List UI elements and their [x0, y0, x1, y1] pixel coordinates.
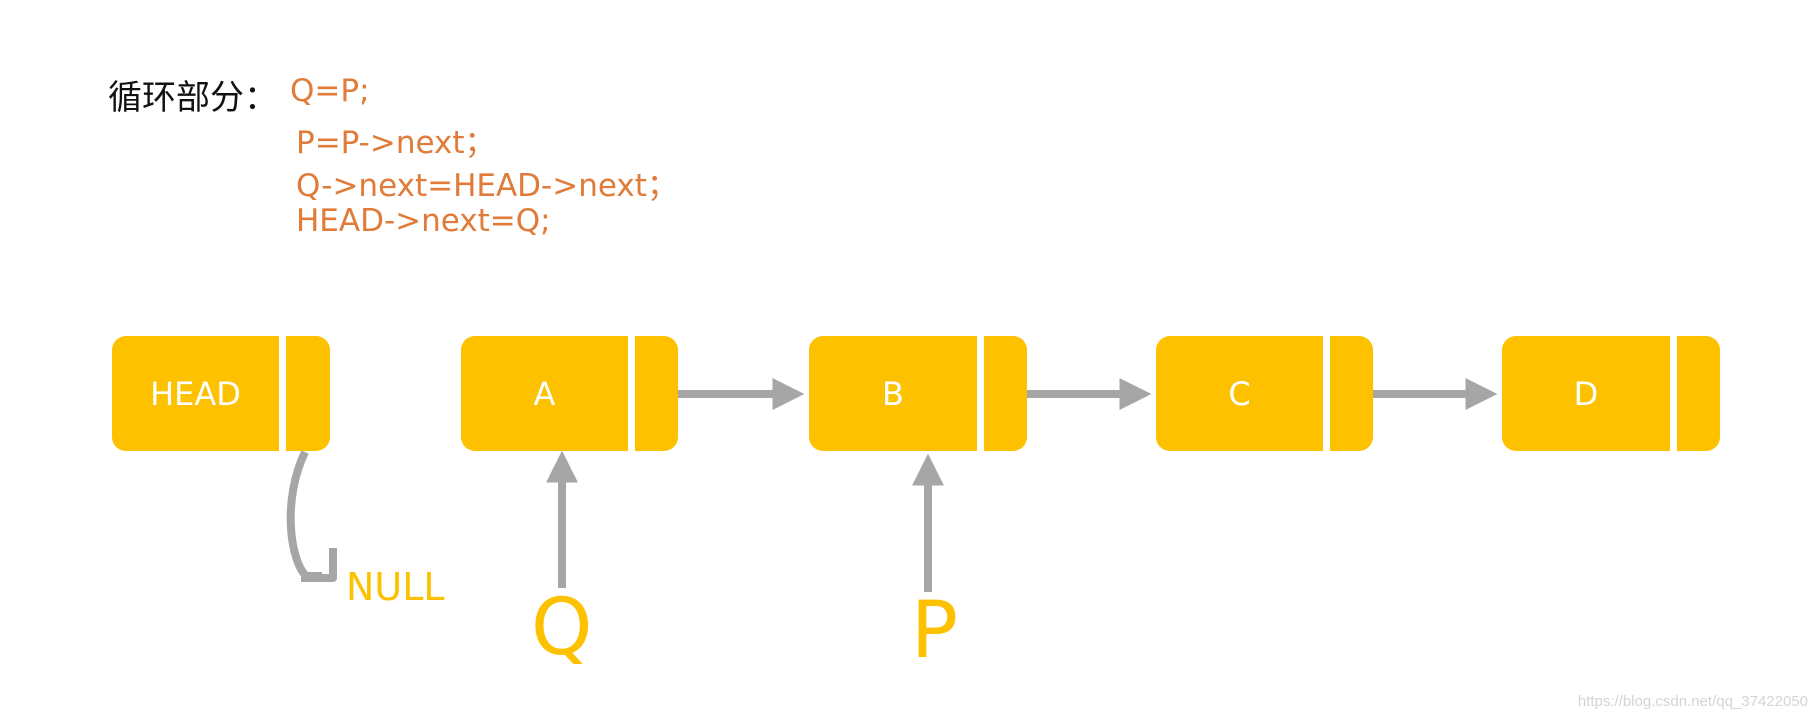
node-b-separator [977, 336, 984, 451]
code-line-1: Q=P; [290, 73, 370, 109]
node-b: B [809, 336, 1027, 451]
node-d: D [1502, 336, 1720, 451]
null-arrow-head [301, 548, 337, 582]
node-a-label: A [533, 374, 556, 413]
code-label: 循环部分： [108, 78, 278, 118]
node-d-separator [1670, 336, 1677, 451]
node-head-separator [279, 336, 286, 451]
node-c-label: C [1228, 374, 1251, 413]
pointer-q-label: Q [531, 583, 593, 673]
arrow-head-to-null [286, 450, 322, 580]
code-line-3: Q->next=HEAD->next； [296, 168, 678, 204]
node-a-separator [628, 336, 635, 451]
node-c: C [1156, 336, 1373, 451]
node-head-label: HEAD [150, 374, 241, 413]
null-label: NULL [346, 565, 445, 609]
node-a: A [461, 336, 678, 451]
code-line-2: P=P->next； [296, 125, 496, 161]
node-head: HEAD [112, 336, 330, 451]
code-line-4: HEAD->next=Q; [296, 203, 551, 239]
node-c-separator [1323, 336, 1330, 451]
watermark: https://blog.csdn.net/qq_37422050 [1577, 693, 1808, 710]
node-d-label: D [1573, 374, 1599, 413]
node-b-label: B [882, 374, 904, 413]
pointer-p-label: P [911, 586, 959, 676]
